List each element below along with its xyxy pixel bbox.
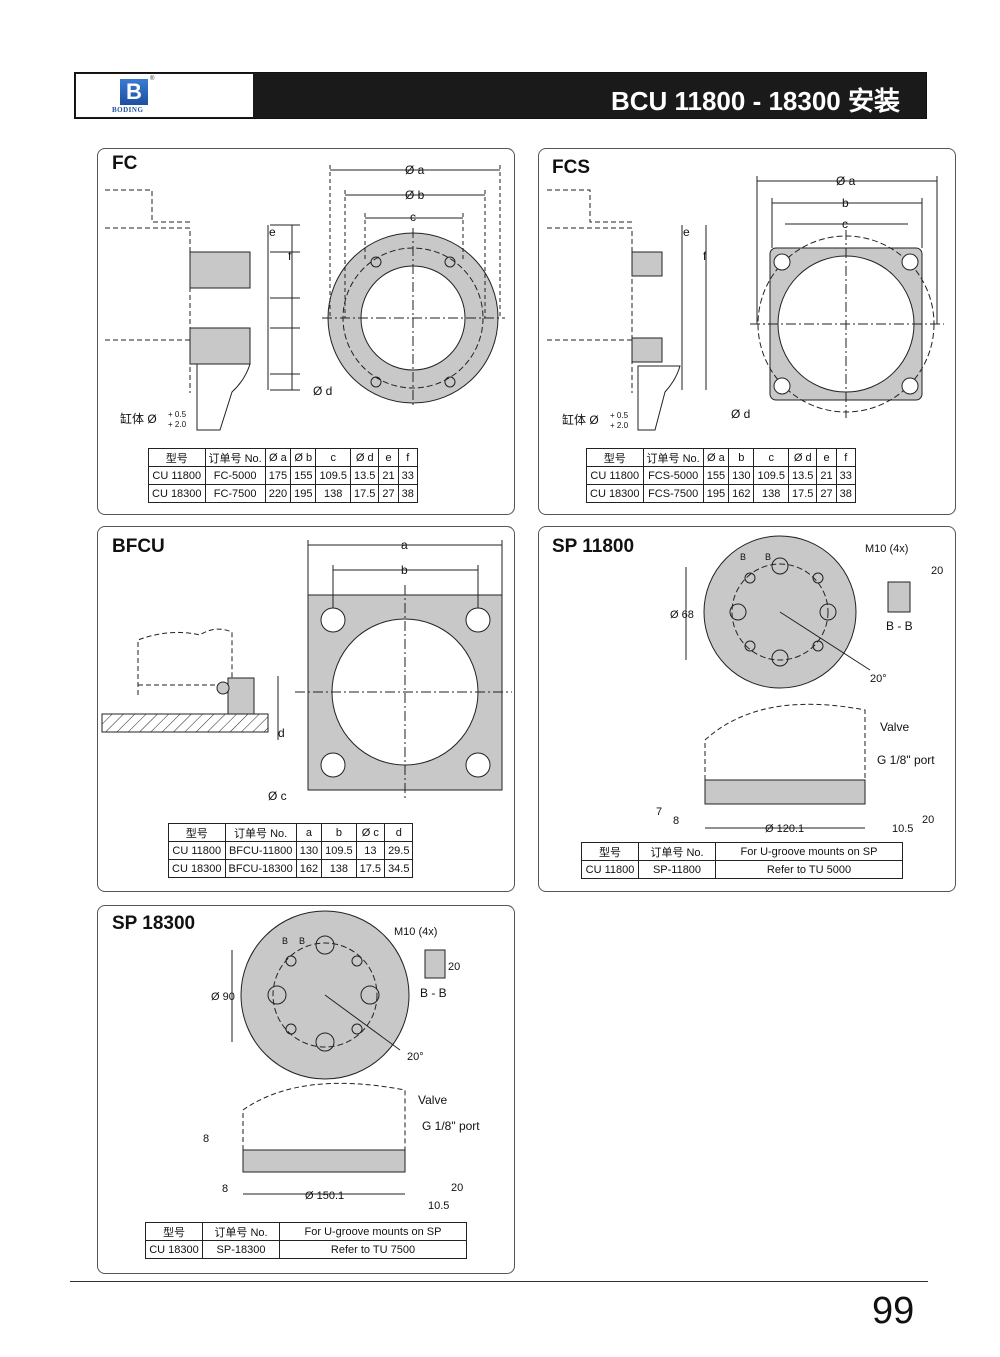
- boding-logo: B ® BODING: [76, 74, 253, 117]
- svg-text:B: B: [299, 936, 305, 946]
- fc-label-f: f: [288, 249, 292, 263]
- table-header-row: 型号订单号 No.For U-groove mounts on SP: [581, 842, 903, 861]
- svg-text:Ø 150.1: Ø 150.1: [305, 1190, 344, 1202]
- bfcu-label-c: Ø c: [268, 789, 287, 803]
- svg-text:20: 20: [448, 961, 460, 973]
- fcs-label-b: b: [842, 196, 849, 210]
- fc-label-cyl: 缸体 Ø: [120, 411, 157, 426]
- page-header: B ® BODING BCU 11800 - 18300 安装: [74, 72, 927, 119]
- svg-text:e: e: [683, 225, 690, 239]
- svg-text:Valve: Valve: [418, 1093, 447, 1107]
- sp18300-table: 型号订单号 No.For U-groove mounts on SP CU 18…: [145, 1222, 467, 1259]
- svg-text:8: 8: [673, 815, 679, 827]
- bfcu-front-view: [295, 540, 512, 800]
- svg-text:20: 20: [922, 814, 934, 826]
- bfcu-section-view: [101, 628, 279, 740]
- fcs-label-a: Ø a: [836, 174, 856, 188]
- sp18300-title: SP 18300: [112, 913, 196, 934]
- fcs-label-d: Ø d: [731, 407, 750, 421]
- fcs-front-view: [750, 176, 944, 418]
- svg-text:20°: 20°: [870, 673, 887, 685]
- svg-text:B - B: B - B: [420, 986, 447, 1000]
- bfcu-label-d: d: [278, 726, 285, 740]
- svg-text:Ø 68: Ø 68: [670, 609, 694, 621]
- fc-section-view: [105, 189, 300, 431]
- svg-text:B: B: [282, 936, 288, 946]
- sp11800-table: 型号订单号 No.For U-groove mounts on SP CU 11…: [581, 842, 903, 879]
- svg-text:B: B: [740, 552, 746, 562]
- svg-text:20: 20: [931, 565, 943, 577]
- svg-text:f: f: [703, 249, 707, 263]
- svg-text:M10 (4x): M10 (4x): [394, 926, 437, 938]
- svg-text:8: 8: [203, 1133, 209, 1145]
- svg-text:+ 0.5: + 0.5: [168, 410, 187, 419]
- svg-text:M10 (4x): M10 (4x): [865, 543, 908, 555]
- svg-text:缸体 Ø: 缸体 Ø: [562, 412, 599, 427]
- fcs-section-view: [547, 189, 707, 431]
- svg-text:B - B: B - B: [886, 619, 913, 633]
- sp18300-top-view: [231, 910, 446, 1195]
- svg-text:G 1/8" port: G 1/8" port: [422, 1119, 480, 1133]
- svg-text:10.5: 10.5: [428, 1200, 449, 1212]
- svg-text:+ 2.0: + 2.0: [168, 420, 187, 429]
- svg-text:20°: 20°: [407, 1051, 424, 1063]
- table-header-row: 型号订单号 No.For U-groove mounts on SP: [145, 1222, 467, 1241]
- fc-label-b: Ø b: [405, 188, 425, 202]
- sp11800-top-view: [685, 535, 911, 829]
- fc-label-c: c: [410, 210, 416, 224]
- svg-text:B: B: [765, 552, 771, 562]
- svg-text:20: 20: [451, 1182, 463, 1194]
- page-number: 99: [872, 1290, 915, 1332]
- fc-label-e: e: [269, 225, 276, 239]
- svg-text:+ 2.0: + 2.0: [610, 421, 629, 430]
- page-title: BCU 11800 - 18300 安装: [610, 86, 900, 116]
- fc-title: FC: [112, 153, 138, 174]
- logo-mark: B: [120, 79, 148, 105]
- bfcu-title: BFCU: [112, 536, 165, 557]
- svg-text:Ø 90: Ø 90: [211, 991, 235, 1003]
- svg-text:10.5: 10.5: [892, 823, 913, 835]
- bfcu-label-b: b: [401, 563, 408, 577]
- fc-front-view: [322, 165, 505, 408]
- footer-rule: [70, 1281, 928, 1282]
- fc-label-d: Ø d: [313, 384, 332, 398]
- fcs-label-c: c: [842, 217, 848, 231]
- svg-text:7: 7: [656, 806, 662, 818]
- svg-text:8: 8: [222, 1183, 228, 1195]
- logo-brand: BODING: [112, 106, 144, 114]
- sp11800-title: SP 11800: [552, 536, 635, 557]
- svg-text:+ 0.5: + 0.5: [610, 411, 629, 420]
- fc-label-a: Ø a: [405, 163, 425, 177]
- svg-text:Valve: Valve: [880, 720, 909, 734]
- svg-text:Ø 120.1: Ø 120.1: [765, 823, 804, 835]
- fcs-title: FCS: [552, 157, 590, 178]
- bfcu-label-a: a: [401, 538, 408, 552]
- svg-text:G 1/8" port: G 1/8" port: [877, 753, 935, 767]
